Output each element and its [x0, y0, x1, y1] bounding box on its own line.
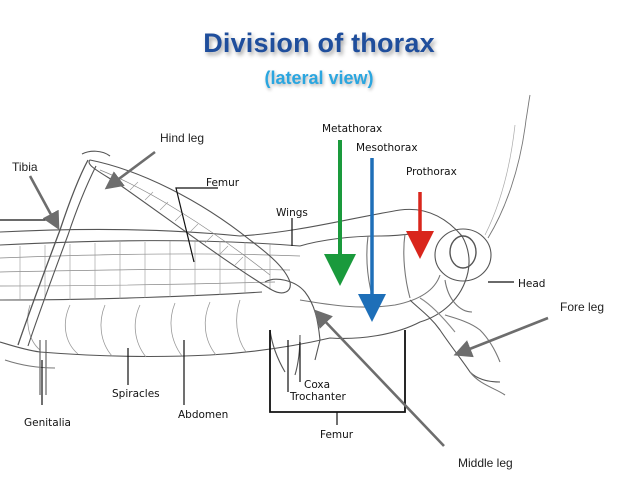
label-pointers: [0, 187, 514, 425]
hind-leg-pointer: [104, 150, 156, 190]
tibia-label: Tibia: [12, 160, 38, 174]
trochanter-label: Trochanter: [289, 391, 346, 403]
genitalia-label: Genitalia: [24, 417, 71, 429]
fore-leg-label: Fore leg: [560, 300, 604, 314]
head-label: Head: [518, 278, 545, 290]
grasshopper-body: [0, 94, 531, 396]
metathorax-label: Metathorax: [322, 123, 382, 135]
hind-leg-label: Hind leg: [160, 131, 204, 145]
abdomen-label: Abdomen: [178, 409, 228, 421]
tibia-pointer: [28, 175, 60, 230]
wings-label: Wings: [276, 207, 308, 219]
slide-subtitle: (lateral view): [264, 68, 374, 88]
fore-leg-pointer: [453, 316, 549, 358]
mesothorax-label: Mesothorax: [356, 142, 418, 154]
slide-title: Division of thorax: [203, 28, 435, 58]
middle-leg-label: Middle leg: [458, 456, 513, 470]
middle-leg-pointer: [313, 309, 445, 447]
coxa-label: Coxa: [304, 379, 330, 391]
femur-label-bottom: Femur: [320, 429, 354, 441]
spiracles-label: Spiracles: [112, 388, 160, 400]
prothorax-label: Prothorax: [406, 166, 457, 178]
femur-label-top: Femur: [206, 177, 240, 189]
